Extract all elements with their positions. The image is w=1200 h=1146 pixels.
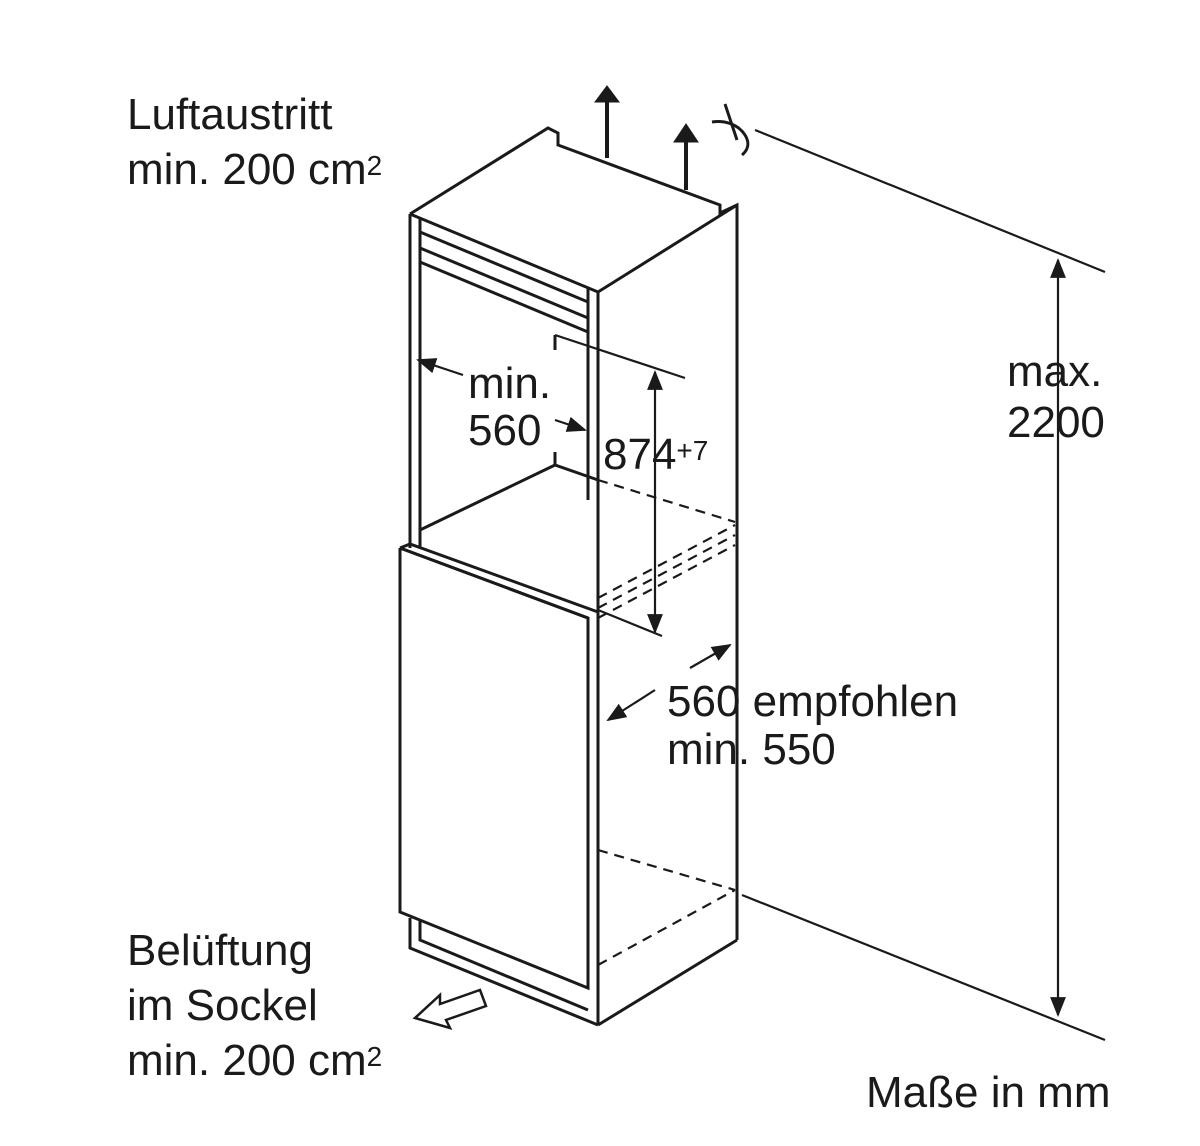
niche-height-tolerance: +7 bbox=[676, 435, 709, 466]
ventilation-exponent: 2 bbox=[366, 1041, 383, 1072]
air-outlet-title: Luftaustritt bbox=[127, 90, 333, 139]
depth-recommended: 560 empfohlen bbox=[667, 677, 959, 726]
cut-symbol bbox=[711, 103, 750, 157]
cabinet-outline bbox=[398, 126, 739, 1027]
ventilation-title: Belüftung bbox=[127, 926, 313, 975]
units-note: Maße in mm bbox=[866, 1068, 1111, 1117]
ventilation-min: min. 200 cm2 bbox=[127, 1036, 383, 1085]
width-min-label: min. bbox=[468, 359, 552, 408]
niche-height-value: 874+7 bbox=[603, 430, 709, 479]
air-outlet-min: min. 200 cm2 bbox=[127, 145, 383, 194]
max-height-value: 2200 bbox=[1007, 398, 1105, 447]
dimension-lines bbox=[416, 128, 1106, 1042]
depth-min: min. 550 bbox=[667, 725, 836, 774]
air-outlet-exponent: 2 bbox=[366, 150, 383, 181]
width-value: 560 bbox=[468, 406, 542, 455]
airflow-arrows bbox=[594, 85, 699, 190]
hidden-edges bbox=[597, 478, 736, 966]
max-height-label: max. bbox=[1007, 347, 1103, 396]
ventilation-location: im Sockel bbox=[127, 981, 318, 1030]
inlet-arrow bbox=[412, 988, 488, 1030]
